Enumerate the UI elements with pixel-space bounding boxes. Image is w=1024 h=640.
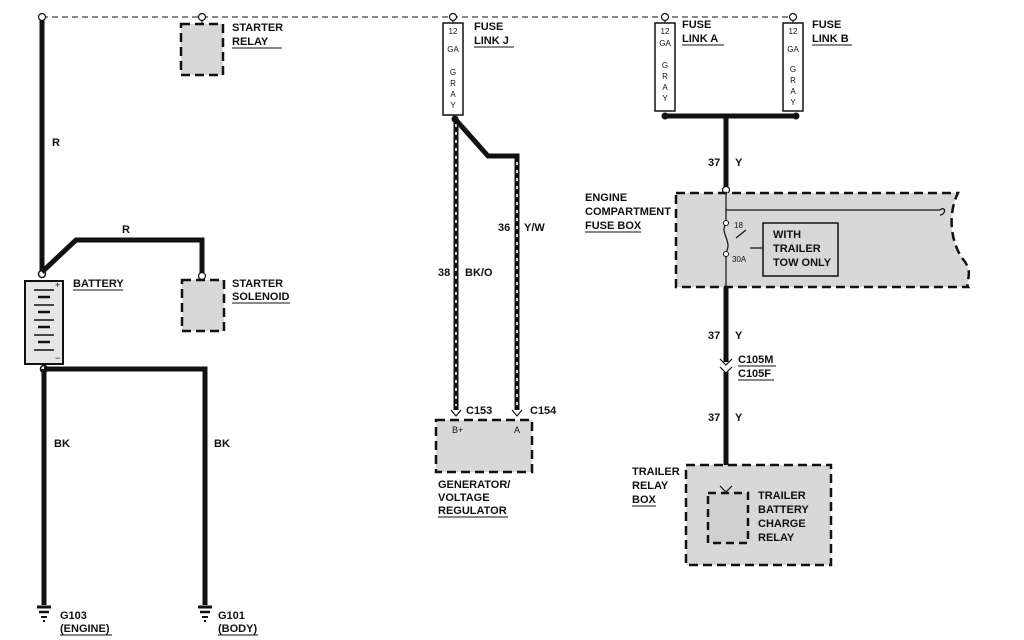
svg-text:GA: GA <box>447 45 459 54</box>
wire-bk-engine-label: BK <box>54 438 70 450</box>
trailer-relay-box-label-3: BOX <box>632 494 657 506</box>
ground-symbol-engine <box>37 605 51 622</box>
fuse-link-b-label-2: LINK B <box>812 33 849 45</box>
svg-text:12: 12 <box>449 27 458 36</box>
trailer-relay-label-2: BATTERY <box>758 504 809 516</box>
svg-text:G: G <box>790 65 796 74</box>
svg-text:R: R <box>450 79 456 88</box>
g101-sublabel: (BODY) <box>218 623 257 635</box>
wire-36-num: 36 <box>498 222 510 234</box>
connector-c154: C154 <box>530 405 557 417</box>
g101-label: G101 <box>218 610 245 622</box>
fuse-link-a-label-1: FUSE <box>682 19 711 31</box>
internal-fuse-18 <box>723 223 729 253</box>
terminal-b-plus: B+ <box>452 425 463 435</box>
wire-37b-color: Y <box>735 330 743 342</box>
wire-r-main-label: R <box>52 137 60 149</box>
wire-37c-color: Y <box>735 412 743 424</box>
fuse-link-j-label-1: FUSE <box>474 21 503 33</box>
solenoid-node <box>197 271 207 281</box>
wire-36 <box>454 118 520 410</box>
wire-38-num: 38 <box>438 267 450 279</box>
battery-neg-terminal: − <box>55 353 60 363</box>
generator-label-2: VOLTAGE <box>438 492 490 504</box>
svg-text:G: G <box>662 61 668 70</box>
wire-36-color: Y/W <box>524 222 545 234</box>
generator-label-3: REGULATOR <box>438 505 507 517</box>
svg-text:Y: Y <box>790 98 796 107</box>
connector-c105f: C105F <box>738 368 771 380</box>
fuse-rating: 30A <box>732 255 747 264</box>
fuse-link-j-label-2: LINK J <box>474 35 509 47</box>
svg-text:A: A <box>662 83 668 92</box>
trailer-relay-label-4: RELAY <box>758 532 795 544</box>
trailer-relay-label-3: CHARGE <box>758 518 806 530</box>
fuse-j-node <box>451 115 459 123</box>
fuse-link-a <box>654 22 676 112</box>
wire-38-color: BK/O <box>465 267 493 279</box>
ground-symbol-body <box>198 605 212 622</box>
top-node-fuse-j <box>448 12 458 22</box>
generator-box <box>434 418 534 474</box>
with-trailer-label-3: TOW ONLY <box>773 257 832 269</box>
svg-text:GA: GA <box>659 39 671 48</box>
starter-solenoid-label-2: SOLENOID <box>232 291 290 303</box>
engine-fuse-box-label-1: ENGINE <box>585 192 627 204</box>
connector-c153: C153 <box>466 405 492 417</box>
starter-solenoid-label-1: STARTER <box>232 278 283 290</box>
fuse-link-a-label-2: LINK A <box>682 33 718 45</box>
wire-37c-num: 37 <box>708 412 720 424</box>
fuse-link-b <box>782 22 804 112</box>
wire-r-solenoid-label: R <box>122 224 130 236</box>
svg-text:GA: GA <box>787 45 799 54</box>
with-trailer-label-2: TRAILER <box>773 243 821 255</box>
trailer-relay-box-label-2: RELAY <box>632 480 669 492</box>
connector-c105m: C105M <box>738 354 773 366</box>
top-node-starter-relay <box>197 12 207 22</box>
trailer-relay-label-1: TRAILER <box>758 490 806 502</box>
fuse-number: 18 <box>734 221 743 230</box>
engine-fuse-box-label-2: COMPARTMENT <box>585 206 671 218</box>
starter-relay-label-2: RELAY <box>232 36 269 48</box>
generator-label-1: GENERATOR/ <box>438 479 510 491</box>
svg-text:G: G <box>450 68 456 77</box>
wire-bk-body <box>44 366 208 605</box>
battery-body <box>24 280 64 365</box>
trailer-relay-box-label-1: TRAILER <box>632 466 680 478</box>
battery-label: BATTERY <box>73 278 124 290</box>
top-node-fuse-a <box>660 12 670 22</box>
terminal-a: A <box>514 425 520 435</box>
fuse-link-j <box>442 22 464 116</box>
with-trailer-label-1: WITH <box>773 229 801 241</box>
wire-bk-body-label: BK <box>214 438 230 450</box>
svg-text:12: 12 <box>789 27 798 36</box>
svg-text:R: R <box>790 76 796 85</box>
svg-text:12: 12 <box>661 27 670 36</box>
g103-label: G103 <box>60 610 87 622</box>
wire-r-solenoid <box>40 237 205 275</box>
starter-solenoid-box <box>180 278 226 333</box>
battery-cells <box>34 289 54 351</box>
with-trailer-box <box>762 222 839 277</box>
starter-relay-box <box>179 22 225 77</box>
top-node-left <box>37 12 47 22</box>
wire-37a-color: Y <box>735 157 743 169</box>
wire-37a-num: 37 <box>708 157 720 169</box>
trailer-battery-charge-relay <box>706 491 750 545</box>
svg-text:R: R <box>662 72 668 81</box>
svg-text:A: A <box>450 90 456 99</box>
battery-pos-terminal: + <box>55 280 60 290</box>
svg-text:Y: Y <box>662 94 668 103</box>
fuse-link-b-label-1: FUSE <box>812 19 841 31</box>
svg-text:Y: Y <box>450 101 456 110</box>
top-node-fuse-b <box>788 12 798 22</box>
g103-sublabel: (ENGINE) <box>60 623 110 635</box>
starter-relay-label-1: STARTER <box>232 22 283 34</box>
wire-37b-num: 37 <box>708 330 720 342</box>
engine-fuse-box-label-3: FUSE BOX <box>585 220 642 232</box>
svg-text:A: A <box>790 87 796 96</box>
